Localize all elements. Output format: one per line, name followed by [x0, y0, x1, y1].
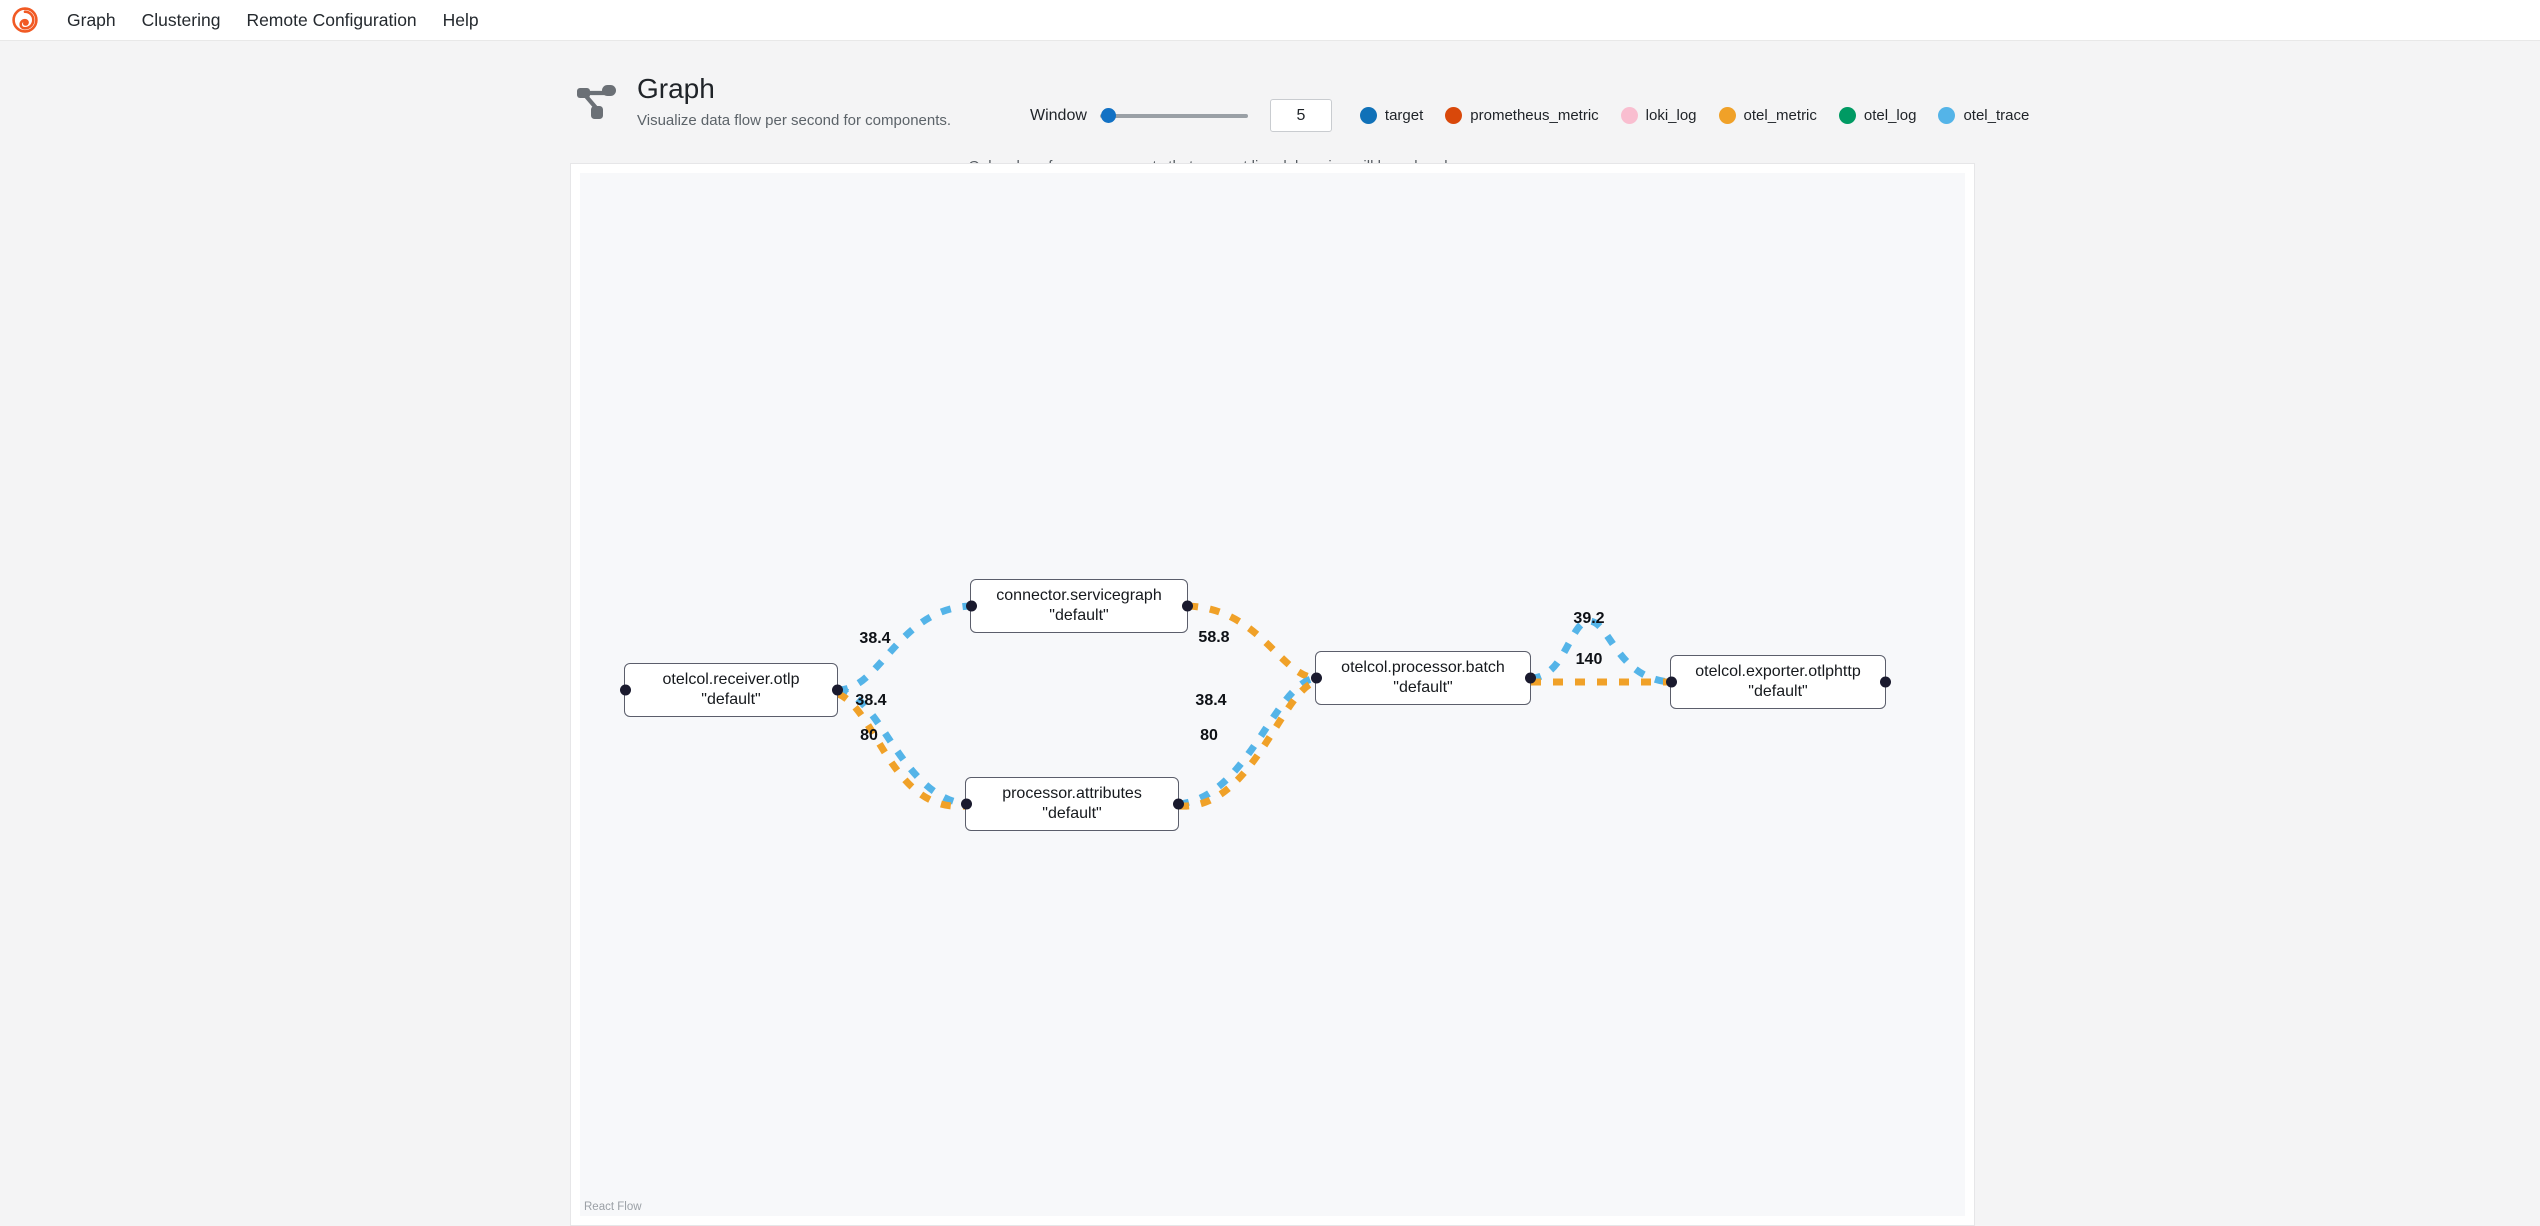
- legend-item-prometheus-metric[interactable]: prometheus_metric: [1445, 107, 1599, 124]
- handle-source-receiver[interactable]: [831, 684, 843, 696]
- window-value-input[interactable]: [1269, 99, 1332, 132]
- title-block: Graph Visualize data flow per second for…: [575, 73, 1030, 129]
- node-label-line1: otelcol.receiver.otlp: [662, 670, 800, 688]
- node-label-line2: "default": [1049, 607, 1109, 624]
- handle-target-attributes[interactable]: [960, 798, 972, 810]
- nav-item-clustering[interactable]: Clustering: [141, 9, 221, 30]
- legend-label-target: target: [1384, 107, 1424, 124]
- slider-track: [1099, 113, 1248, 118]
- legend-dot-otel-trace: [1938, 107, 1956, 124]
- nav-item-graph[interactable]: Graph: [67, 9, 116, 30]
- graph-nodes-icon: [575, 79, 621, 125]
- edge-attributes-batch-metric: [1178, 678, 1317, 810]
- legend-dot-target: [1359, 107, 1377, 124]
- node-label-line1: otelcol.exporter.otlphttp: [1695, 662, 1861, 680]
- edge-label-attributes-batch-metric: 80: [1200, 727, 1218, 744]
- handle-target-batch[interactable]: [1310, 672, 1322, 684]
- node-label-line1: otelcol.processor.batch: [1341, 658, 1505, 676]
- node-label-line1: processor.attributes: [1002, 784, 1142, 802]
- top-navbar: Graph Clustering Remote Configuration He…: [0, 0, 2540, 41]
- handle-source-batch[interactable]: [1524, 672, 1536, 684]
- node-label-line1: connector.servicegraph: [996, 586, 1162, 604]
- page-subtitle: Visualize data flow per second for compo…: [637, 112, 952, 130]
- edge-label-receiver-servicegraph-trace: 38.4: [859, 630, 891, 647]
- edge-label-attributes-batch-trace: 38.4: [1195, 692, 1227, 709]
- nav-item-help[interactable]: Help: [442, 9, 479, 30]
- legend-item-otel-log[interactable]: otel_log: [1838, 107, 1917, 124]
- node-label-line2: "default": [1042, 805, 1102, 822]
- legend-label-prometheus-metric: prometheus_metric: [1470, 107, 1599, 124]
- page-header: Graph Visualize data flow per second for…: [0, 41, 2540, 132]
- legend-label-otel-log: otel_log: [1863, 107, 1917, 124]
- edge-receiver-attributes-metric: [836, 690, 966, 810]
- page-title: Graph: [637, 73, 715, 104]
- edge-batch-exporter-trace: [1530, 617, 1671, 686]
- react-flow-attribution[interactable]: React Flow: [584, 1201, 642, 1213]
- edges-layer: [836, 602, 1671, 810]
- window-slider[interactable]: [1099, 106, 1248, 126]
- edge-label-servicegraph-batch-metric: 58.8: [1198, 629, 1230, 646]
- handle-target-exporter[interactable]: [1665, 676, 1677, 688]
- edge-servicegraph-batch-metric: [1187, 602, 1316, 682]
- legend-dot-otel-log: [1838, 107, 1856, 124]
- legend-dot-otel-metric: [1718, 107, 1736, 124]
- legend-label-otel-metric: otel_metric: [1743, 107, 1817, 124]
- handle-source-exporter[interactable]: [1879, 676, 1891, 688]
- handle-source-attributes[interactable]: [1172, 798, 1184, 810]
- node-connector-servicegraph[interactable]: connector.servicegraph "default": [965, 579, 1193, 633]
- legend-item-otel-metric[interactable]: otel_metric: [1718, 107, 1817, 124]
- legend-item-otel-trace[interactable]: otel_trace: [1938, 107, 2029, 124]
- controls-row: Window target prometheus_metric loki_log: [1030, 99, 2029, 132]
- node-label-line2: "default": [701, 691, 761, 708]
- edge-color-legend: target prometheus_metric loki_log otel_m…: [1359, 107, 2029, 124]
- edge-label-batch-exporter-metric: 140: [1575, 651, 1603, 668]
- handle-target-receiver[interactable]: [619, 684, 631, 696]
- edge-receiver-servicegraph-trace: [837, 602, 971, 694]
- edge-label-receiver-attributes-metric: 80: [860, 727, 878, 744]
- handle-source-servicegraph[interactable]: [1181, 600, 1193, 612]
- legend-dot-prometheus-metric: [1445, 107, 1463, 124]
- page-body: Graph Visualize data flow per second for…: [0, 41, 2540, 1226]
- nav-item-remote-configuration[interactable]: Remote Configuration: [246, 9, 417, 30]
- legend-dot-loki-log: [1620, 107, 1638, 124]
- node-processor-attributes[interactable]: processor.attributes "default": [960, 777, 1184, 831]
- grafana-alloy-logo-icon[interactable]: [12, 7, 38, 33]
- slider-thumb[interactable]: [1100, 108, 1116, 123]
- node-label-line2: "default": [1748, 683, 1808, 700]
- legend-label-loki-log: loki_log: [1645, 107, 1697, 124]
- edge-attributes-batch-trace: [1178, 674, 1316, 808]
- legend-label-otel-trace: otel_trace: [1963, 107, 2030, 124]
- node-otelcol-exporter-otlphttp[interactable]: otelcol.exporter.otlphttp "default": [1665, 655, 1891, 709]
- node-otelcol-receiver-otlp[interactable]: otelcol.receiver.otlp "default": [619, 663, 843, 717]
- edge-label-batch-exporter-trace: 39.2: [1573, 610, 1605, 627]
- edge-label-receiver-attributes-trace: 38.4: [855, 692, 887, 709]
- graph-canvas-frame: otelcol.receiver.otlp "default" connecto…: [570, 163, 1975, 1226]
- node-label-line2: "default": [1393, 679, 1453, 696]
- window-label: Window: [1030, 106, 1087, 124]
- react-flow-canvas[interactable]: otelcol.receiver.otlp "default" connecto…: [580, 173, 1965, 1216]
- legend-item-target[interactable]: target: [1359, 107, 1424, 124]
- legend-item-loki-log[interactable]: loki_log: [1620, 107, 1697, 124]
- handle-target-servicegraph[interactable]: [965, 600, 977, 612]
- title-text: Graph Visualize data flow per second for…: [637, 73, 951, 129]
- node-otelcol-processor-batch[interactable]: otelcol.processor.batch "default": [1310, 651, 1536, 705]
